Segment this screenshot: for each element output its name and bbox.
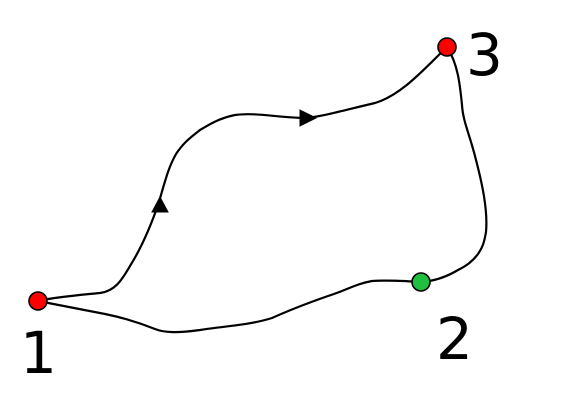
upper-path: [36, 45, 449, 303]
node-2-label: 2: [436, 305, 473, 373]
arrow-right-icon: [299, 109, 318, 127]
node-1-label: 1: [20, 319, 57, 387]
arrow-up-icon: [151, 195, 169, 213]
node-1: [28, 291, 48, 311]
node-3-label: 3: [466, 21, 503, 89]
right-path: [419, 45, 488, 284]
node-2: [411, 272, 431, 292]
node-3: [437, 37, 457, 57]
lower-path: [36, 279, 423, 334]
